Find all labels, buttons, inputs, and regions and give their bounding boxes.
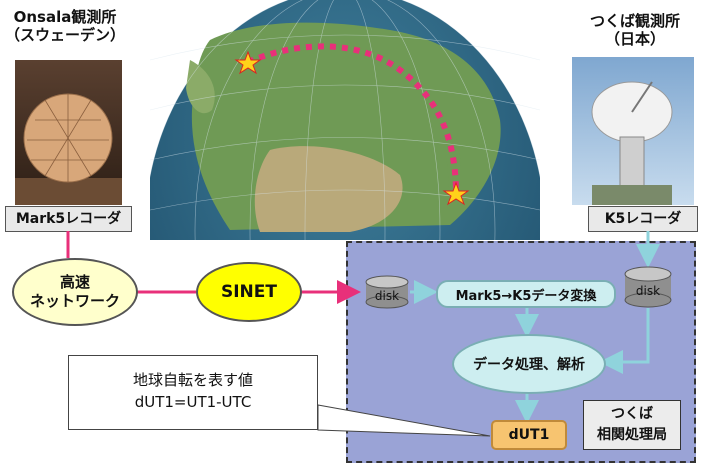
disk-left-icon [365, 275, 409, 309]
tsukuba-antenna-photo [572, 57, 694, 205]
correlator-label: つくば 相関処理局 [583, 400, 681, 450]
onsala-star-marker [234, 50, 262, 75]
high-speed-network: 高速 ネットワーク [12, 258, 138, 326]
dut1-callout: 地球自転を表す値 dUT1=UT1-UTC [68, 355, 318, 430]
onsala-country: （スウェーデン） [4, 26, 125, 44]
tsukuba-star-marker [442, 181, 470, 206]
sinet-node: SINET [196, 262, 302, 322]
callout-pointer [317, 404, 491, 437]
disk-left-label: disk [374, 289, 400, 303]
network-line1: 高速 [59, 273, 90, 291]
tsukuba-country: （日本） [604, 30, 665, 48]
arrow-disk-to-processing [599, 308, 650, 374]
onsala-title: Onsala観測所 [13, 8, 117, 26]
disk-right-label: disk [635, 284, 661, 298]
correlator-line2: 相関処理局 [597, 427, 667, 443]
mark5-recorder-label: Mark5レコーダ [5, 206, 132, 232]
correlator-line1: つくば [611, 406, 653, 422]
tsukuba-title: つくば観測所 [589, 12, 680, 30]
disk-right-icon [624, 266, 672, 308]
onsala-radome-photo [15, 60, 122, 205]
processing-ellipse: データ処理、解析 [452, 334, 606, 394]
callout-line1: 地球自転を表す値 [132, 371, 253, 389]
dut1-result: dUT1 [491, 420, 567, 450]
k5-recorder-label: K5レコーダ [588, 206, 698, 232]
network-line2: ネットワーク [29, 292, 120, 310]
data-route-path [246, 43, 459, 191]
conversion-box: Mark5→K5データ変換 [436, 280, 616, 308]
callout-line2: dUT1=UT1-UTC [134, 393, 252, 411]
